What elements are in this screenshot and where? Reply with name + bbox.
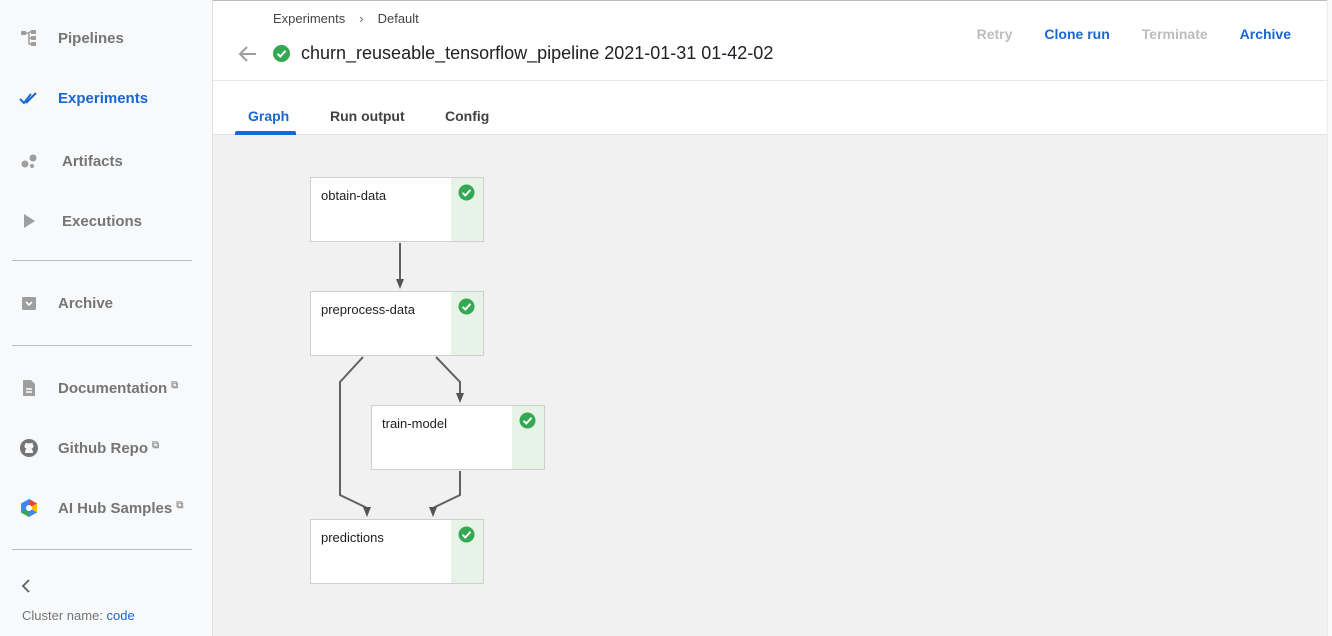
check-circle-icon	[458, 298, 475, 315]
sidebar-item-label: Documentation⧉	[58, 379, 179, 397]
node-label: train-model	[382, 416, 448, 431]
pipeline-graph[interactable]: obtain-data preprocess-data train-model …	[213, 135, 1327, 636]
edge-preprocess-data-to-predictions	[339, 356, 371, 517]
terminate-button[interactable]: Terminate	[1126, 24, 1224, 44]
retry-button[interactable]: Retry	[961, 24, 1029, 44]
document-icon	[18, 377, 40, 399]
collapse-sidebar-button[interactable]	[18, 578, 38, 598]
node-status	[451, 292, 483, 355]
graph-node-obtain-data[interactable]: obtain-data	[310, 177, 484, 242]
experiments-icon	[18, 87, 40, 109]
play-icon	[18, 210, 40, 232]
edge-preprocess-data-to-train-model	[435, 356, 464, 403]
run-header: Experiments › Default churn_reuseable_te…	[213, 0, 1327, 81]
tab-bar: Graph Run output Config	[213, 81, 1327, 135]
external-link-icon: ⧉	[171, 379, 179, 391]
run-status-success-icon	[273, 45, 290, 62]
sidebar-item-label: AI Hub Samples⧉	[58, 499, 184, 517]
graph-edges	[339, 243, 464, 517]
tab-config[interactable]: Config	[445, 108, 490, 124]
vertical-scrollbar[interactable]	[1327, 0, 1332, 636]
node-status	[451, 520, 483, 583]
chevron-right-icon: ›	[359, 11, 364, 26]
node-label: preprocess-data	[321, 302, 415, 317]
sidebar-item-label: Pipelines	[58, 29, 124, 47]
check-circle-icon	[458, 526, 475, 543]
tab-run-output[interactable]: Run output	[330, 108, 405, 124]
check-circle-icon	[519, 412, 536, 429]
archive-button[interactable]: Archive	[1224, 24, 1307, 44]
page-title: churn_reuseable_tensorflow_pipeline 2021…	[301, 43, 774, 63]
graph-node-train-model[interactable]: train-model	[371, 405, 545, 470]
sidebar-item-label: Github Repo⧉	[58, 439, 160, 457]
sidebar-item-label: Artifacts	[62, 152, 123, 170]
breadcrumb: Experiments › Default	[273, 11, 419, 26]
node-status	[451, 178, 483, 241]
sidebar-item-label: Executions	[62, 212, 143, 230]
edge-train-model-to-predictions	[429, 471, 461, 517]
check-circle-icon	[458, 184, 475, 201]
sidebar-item-artifacts[interactable]: Artifacts	[0, 141, 212, 181]
graph-node-preprocess-data[interactable]: preprocess-data	[310, 291, 484, 356]
sidebar-item-executions[interactable]: Executions	[0, 201, 212, 241]
graph-node-predictions[interactable]: predictions	[310, 519, 484, 584]
node-label: obtain-data	[321, 188, 387, 203]
sidebar-item-label: Archive	[58, 294, 114, 312]
external-link-icon: ⧉	[176, 499, 184, 511]
pipeline-icon	[18, 27, 40, 49]
arrow-back-icon	[238, 46, 256, 62]
active-tab-indicator	[235, 131, 296, 135]
sidebar-item-github-repo[interactable]: Github Repo⧉	[0, 428, 212, 468]
cluster-name: Cluster name: code	[22, 608, 135, 623]
clone-run-button[interactable]: Clone run	[1028, 24, 1125, 44]
cluster-link[interactable]: code	[106, 608, 135, 623]
sidebar-divider	[12, 345, 192, 346]
sidebar-item-label: Experiments	[58, 89, 149, 107]
github-icon	[18, 437, 40, 459]
sidebar-divider	[12, 260, 192, 261]
breadcrumb-experiments[interactable]: Experiments	[273, 11, 346, 26]
back-button[interactable]	[237, 43, 261, 67]
run-actions: Retry Clone run Terminate Archive	[961, 24, 1307, 44]
external-link-icon: ⧉	[152, 439, 160, 451]
artifacts-icon	[18, 150, 40, 172]
sidebar-item-archive[interactable]: Archive	[0, 283, 212, 323]
sidebar: Pipelines Experiments Artifacts Executio…	[0, 0, 213, 636]
sidebar-item-experiments[interactable]: Experiments	[0, 78, 212, 118]
breadcrumb-default[interactable]: Default	[377, 11, 419, 26]
chevron-left-icon	[21, 579, 30, 593]
node-status	[512, 406, 544, 469]
tab-graph[interactable]: Graph	[248, 108, 290, 124]
ai-hub-icon	[18, 497, 40, 519]
sidebar-item-documentation[interactable]: Documentation⧉	[0, 368, 212, 408]
node-label: predictions	[321, 530, 384, 545]
archive-icon	[18, 292, 40, 314]
sidebar-divider	[12, 549, 192, 550]
sidebar-item-pipelines[interactable]: Pipelines	[0, 18, 212, 58]
sidebar-item-ai-hub-samples[interactable]: AI Hub Samples⧉	[0, 488, 212, 528]
